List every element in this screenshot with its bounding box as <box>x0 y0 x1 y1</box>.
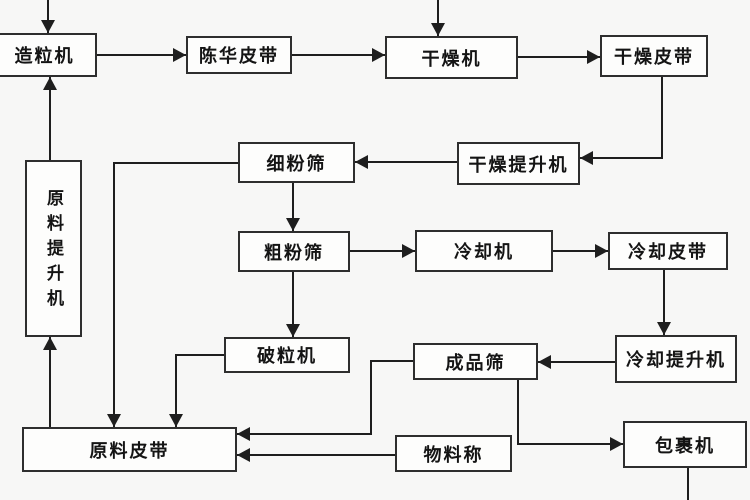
edge-granulator-aging-belt-line <box>97 54 186 56</box>
edge-finished-sieve-raw-belt-line-h2 <box>237 433 372 435</box>
node-material-scale: 物料称 <box>395 435 512 472</box>
node-finished-product-sieve: 成品筛 <box>413 343 538 380</box>
node-aging-belt: 陈华皮带 <box>186 36 292 74</box>
edge-dryer-drying-belt-line <box>518 56 600 58</box>
edge-crusher-raw-belt-line-v <box>175 354 177 427</box>
edge-material-scale-raw-belt-line <box>237 454 395 456</box>
edge-cooler-cooling-belt-arrowhead <box>595 244 608 258</box>
node-crusher: 破粒机 <box>224 337 350 373</box>
edge-coarse-sieve-cooler-arrowhead <box>402 244 415 258</box>
node-cooling-belt: 冷却皮带 <box>608 232 728 270</box>
edge-coarse-sieve-crusher-line <box>292 272 294 337</box>
edge-cooling-belt-cooling-elevator-arrowhead <box>657 322 671 335</box>
node-drying-elevator: 干燥提升机 <box>457 142 580 185</box>
edge-aging-belt-dryer-line <box>292 54 385 56</box>
edge-cooling-elevator-finished-sieve-line <box>538 361 615 363</box>
edge-raw-elevator-granulator-line <box>49 77 51 160</box>
edge-drying-belt-drying-elevator-line-h <box>580 157 663 159</box>
node-granulator: 造粒机 <box>0 33 97 77</box>
edge-top-granulator-arrowhead <box>41 20 55 33</box>
edge-top-dryer-line <box>437 0 439 36</box>
edge-drying-belt-drying-elevator-arrowhead <box>580 151 593 165</box>
edge-finished-sieve-raw-belt-arrowhead <box>237 427 250 441</box>
edge-fine-sieve-raw-belt-line-h <box>113 162 238 164</box>
edge-fine-sieve-raw-belt-arrowhead <box>107 414 121 427</box>
node-fine-powder-sieve: 细粉筛 <box>238 142 355 183</box>
edge-dryer-drying-belt-arrowhead <box>587 50 600 64</box>
edge-coarse-sieve-crusher-arrowhead <box>286 324 300 337</box>
edge-aging-belt-dryer-arrowhead <box>372 48 385 62</box>
node-cooler: 冷却机 <box>415 230 553 272</box>
edge-top-dryer-arrowhead <box>431 23 445 36</box>
node-raw-material-belt: 原料皮带 <box>22 427 237 472</box>
edge-finished-sieve-raw-belt-line-h1 <box>370 360 413 362</box>
node-cooling-elevator: 冷却提升机 <box>615 335 737 383</box>
edge-drying-elevator-fine-sieve-line <box>355 161 457 163</box>
edge-raw-belt-raw-elevator-line <box>49 337 51 427</box>
edge-finished-sieve-wrapping-arrowhead <box>610 437 623 451</box>
edge-granulator-aging-belt-arrowhead <box>173 48 186 62</box>
edge-drying-elevator-fine-sieve-arrowhead <box>355 155 368 169</box>
edge-coarse-sieve-cooler-line <box>350 250 415 252</box>
edge-drying-belt-drying-elevator-line-v <box>661 77 663 159</box>
edge-raw-belt-raw-elevator-arrowhead <box>43 337 57 350</box>
node-wrapping-machine: 包裹机 <box>623 421 747 468</box>
edge-cooling-elevator-finished-sieve-arrowhead <box>538 355 551 369</box>
edge-wrapping-bottom-line <box>687 468 689 500</box>
edge-finished-sieve-raw-belt-line-v <box>370 360 372 435</box>
node-raw-material-elevator: 原料提升机 <box>25 160 82 337</box>
edge-material-scale-raw-belt-arrowhead <box>237 448 250 462</box>
edge-top-granulator-line <box>47 0 49 33</box>
node-drying-belt: 干燥皮带 <box>600 35 708 77</box>
node-dryer: 干燥机 <box>385 36 518 79</box>
edge-fine-sieve-raw-belt-line-v <box>113 162 115 427</box>
edge-raw-elevator-granulator-arrowhead <box>43 77 57 90</box>
node-coarse-powder-sieve: 粗粉筛 <box>238 231 350 272</box>
edge-fine-sieve-coarse-sieve-arrowhead <box>286 218 300 231</box>
edge-crusher-raw-belt-line-h <box>175 354 224 356</box>
edge-finished-sieve-wrapping-line-v <box>517 380 519 444</box>
edge-fine-sieve-coarse-sieve-line <box>292 183 294 231</box>
edge-crusher-raw-belt-arrowhead <box>169 414 183 427</box>
edge-finished-sieve-wrapping-line-h <box>517 443 623 445</box>
edge-cooler-cooling-belt-line <box>553 250 608 252</box>
edge-cooling-belt-cooling-elevator-line <box>663 270 665 335</box>
